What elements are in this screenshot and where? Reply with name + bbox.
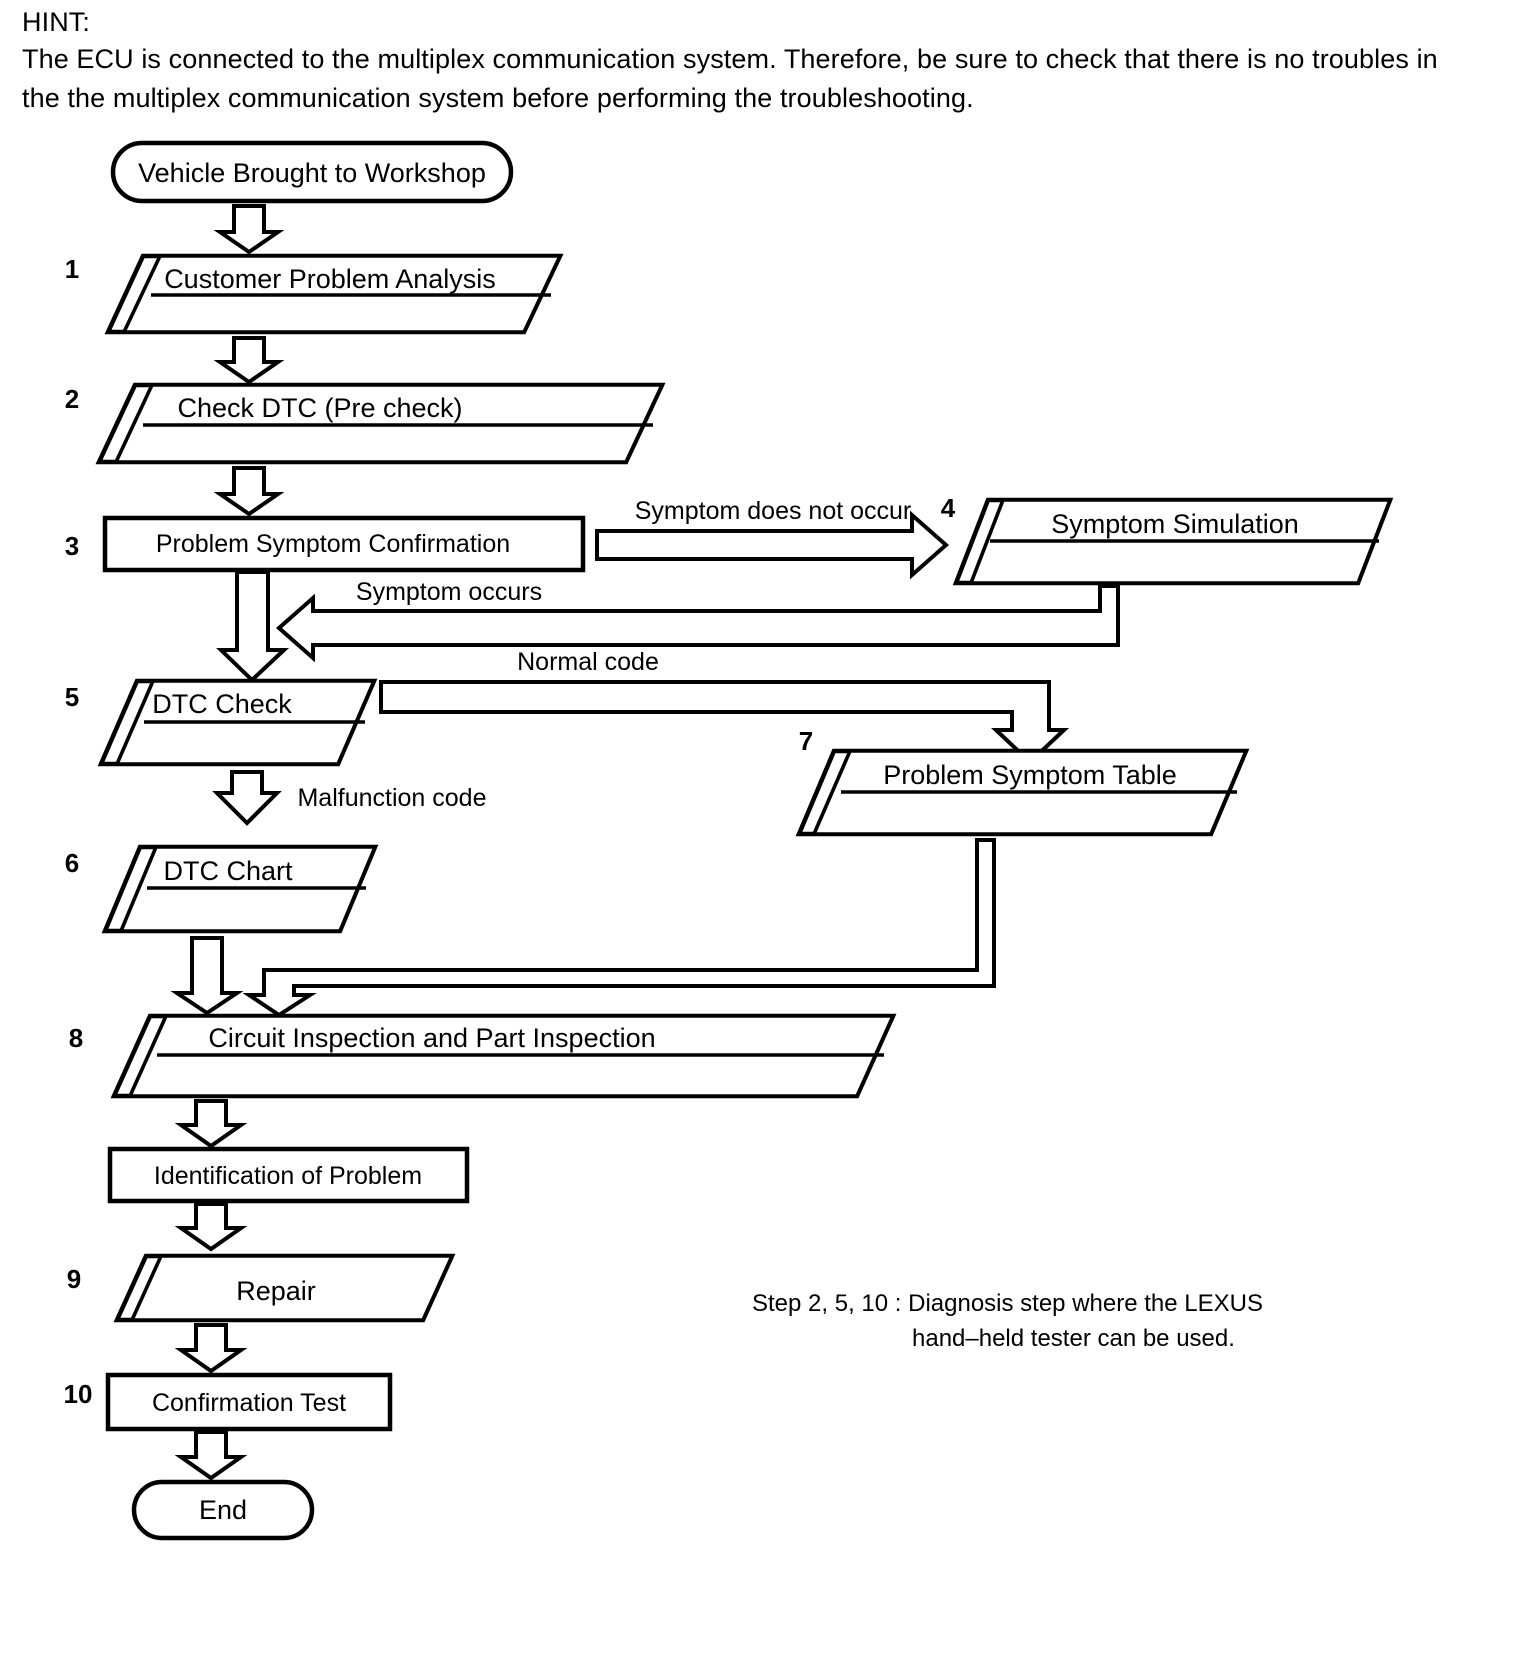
identification-label: Identification of Problem xyxy=(154,1162,422,1190)
node-customer-problem-analysis[interactable]: Customer Problem Analysis 1 xyxy=(65,253,564,335)
legend-line-1: Step 2, 5, 10 : Diagnosis step where the… xyxy=(752,1290,1263,1317)
step2-label: Check DTC (Pre check) xyxy=(177,393,462,423)
step2-number: 2 xyxy=(65,384,79,414)
node-circuit-inspection-and-part-inspection[interactable]: Circuit Inspection and Part Inspection 8 xyxy=(69,1013,897,1099)
step3-rectangle xyxy=(102,515,586,573)
legend-line-2: hand–held tester can be used. xyxy=(912,1324,1235,1352)
step3-number: 3 xyxy=(65,531,79,561)
node-vehicle-brought-to-workshop[interactable]: Vehicle Brought to Workshop xyxy=(110,140,514,204)
node-identification-of-problem[interactable]: Identification of Problem xyxy=(107,1146,470,1204)
step10-label: Confirmation Test xyxy=(152,1389,346,1417)
step7-number: 7 xyxy=(799,726,813,756)
node-dtc-chart[interactable]: DTC Chart 6 xyxy=(65,844,379,934)
step4-label: Symptom Simulation xyxy=(1051,509,1299,539)
arrow-step3-to-step5 xyxy=(216,570,290,683)
end-terminator-shape xyxy=(131,1479,315,1541)
arrow-step7-to-step8 xyxy=(242,838,996,1018)
step5-number: 5 xyxy=(65,682,79,712)
arrow-start-to-step1 xyxy=(213,204,285,255)
arrow-identification-to-step9 xyxy=(174,1202,248,1252)
hint-label: HINT: xyxy=(22,7,90,37)
start-terminator-label: Vehicle Brought to Workshop xyxy=(138,158,486,188)
edge-label-symptom-does-not-occur: Symptom does not occur xyxy=(635,497,912,525)
identification-rectangle xyxy=(107,1146,470,1204)
step9-number: 9 xyxy=(67,1264,81,1294)
edge-label-malfunction-code: Malfunction code xyxy=(297,784,486,812)
arrow-step6-to-step8 xyxy=(170,936,244,1016)
hint-block: HINT: The ECU is connected to the multip… xyxy=(22,4,1462,117)
step9-label: Repair xyxy=(236,1276,316,1306)
step7-label: Problem Symptom Table xyxy=(883,760,1177,790)
step10-number: 10 xyxy=(64,1379,93,1409)
arrow-step4-back-to-step3 xyxy=(275,584,1120,663)
step9-inner-parallelogram xyxy=(129,1254,455,1322)
node-check-dtc-pre-check[interactable]: Check DTC (Pre check) 2 xyxy=(65,382,666,465)
step8-number: 8 xyxy=(69,1023,83,1053)
node-problem-symptom-table[interactable]: Problem Symptom Table 7 xyxy=(795,726,1250,837)
step5-label: DTC Check xyxy=(152,689,292,719)
step8-label: Circuit Inspection and Part Inspection xyxy=(208,1023,655,1053)
step6-number: 6 xyxy=(65,848,79,878)
arrow-step2-to-step3 xyxy=(213,466,285,517)
arrow-step5-to-step6 xyxy=(212,770,282,826)
hint-text: The ECU is connected to the multiplex co… xyxy=(22,44,1438,113)
step1-number: 1 xyxy=(65,254,79,284)
step10-rectangle xyxy=(105,1372,393,1432)
edge-label-symptom-occurs: Symptom occurs xyxy=(356,578,542,606)
edge-label-normal-code: Normal code xyxy=(517,648,659,676)
arrow-step5-to-step7-normal-code xyxy=(379,680,1070,765)
node-dtc-check[interactable]: DTC Check 5 xyxy=(65,678,378,767)
step4-number: 4 xyxy=(941,493,956,523)
start-terminator-shape xyxy=(110,140,514,204)
node-repair[interactable]: Repair 9 xyxy=(67,1253,456,1323)
node-symptom-simulation[interactable]: Symptom Simulation 4 xyxy=(941,493,1394,586)
step6-label: DTC Chart xyxy=(163,856,293,886)
arrow-step1-to-step2 xyxy=(213,336,285,385)
arrow-step10-to-end xyxy=(174,1430,248,1481)
arrow-step9-to-step10 xyxy=(174,1323,248,1374)
arrow-step3-to-step4 xyxy=(595,510,950,580)
legend-block: Step 2, 5, 10 : Diagnosis step where the… xyxy=(752,1287,1352,1357)
step1-label: Customer Problem Analysis xyxy=(164,264,496,294)
end-terminator-label: End xyxy=(199,1495,247,1525)
node-problem-symptom-confirmation[interactable]: Problem Symptom Confirmation 3 xyxy=(65,515,586,573)
arrow-step8-to-identification xyxy=(174,1099,248,1149)
node-confirmation-test[interactable]: Confirmation Test 10 xyxy=(64,1372,393,1432)
step3-label: Problem Symptom Confirmation xyxy=(156,530,510,558)
node-end[interactable]: End xyxy=(131,1479,315,1541)
